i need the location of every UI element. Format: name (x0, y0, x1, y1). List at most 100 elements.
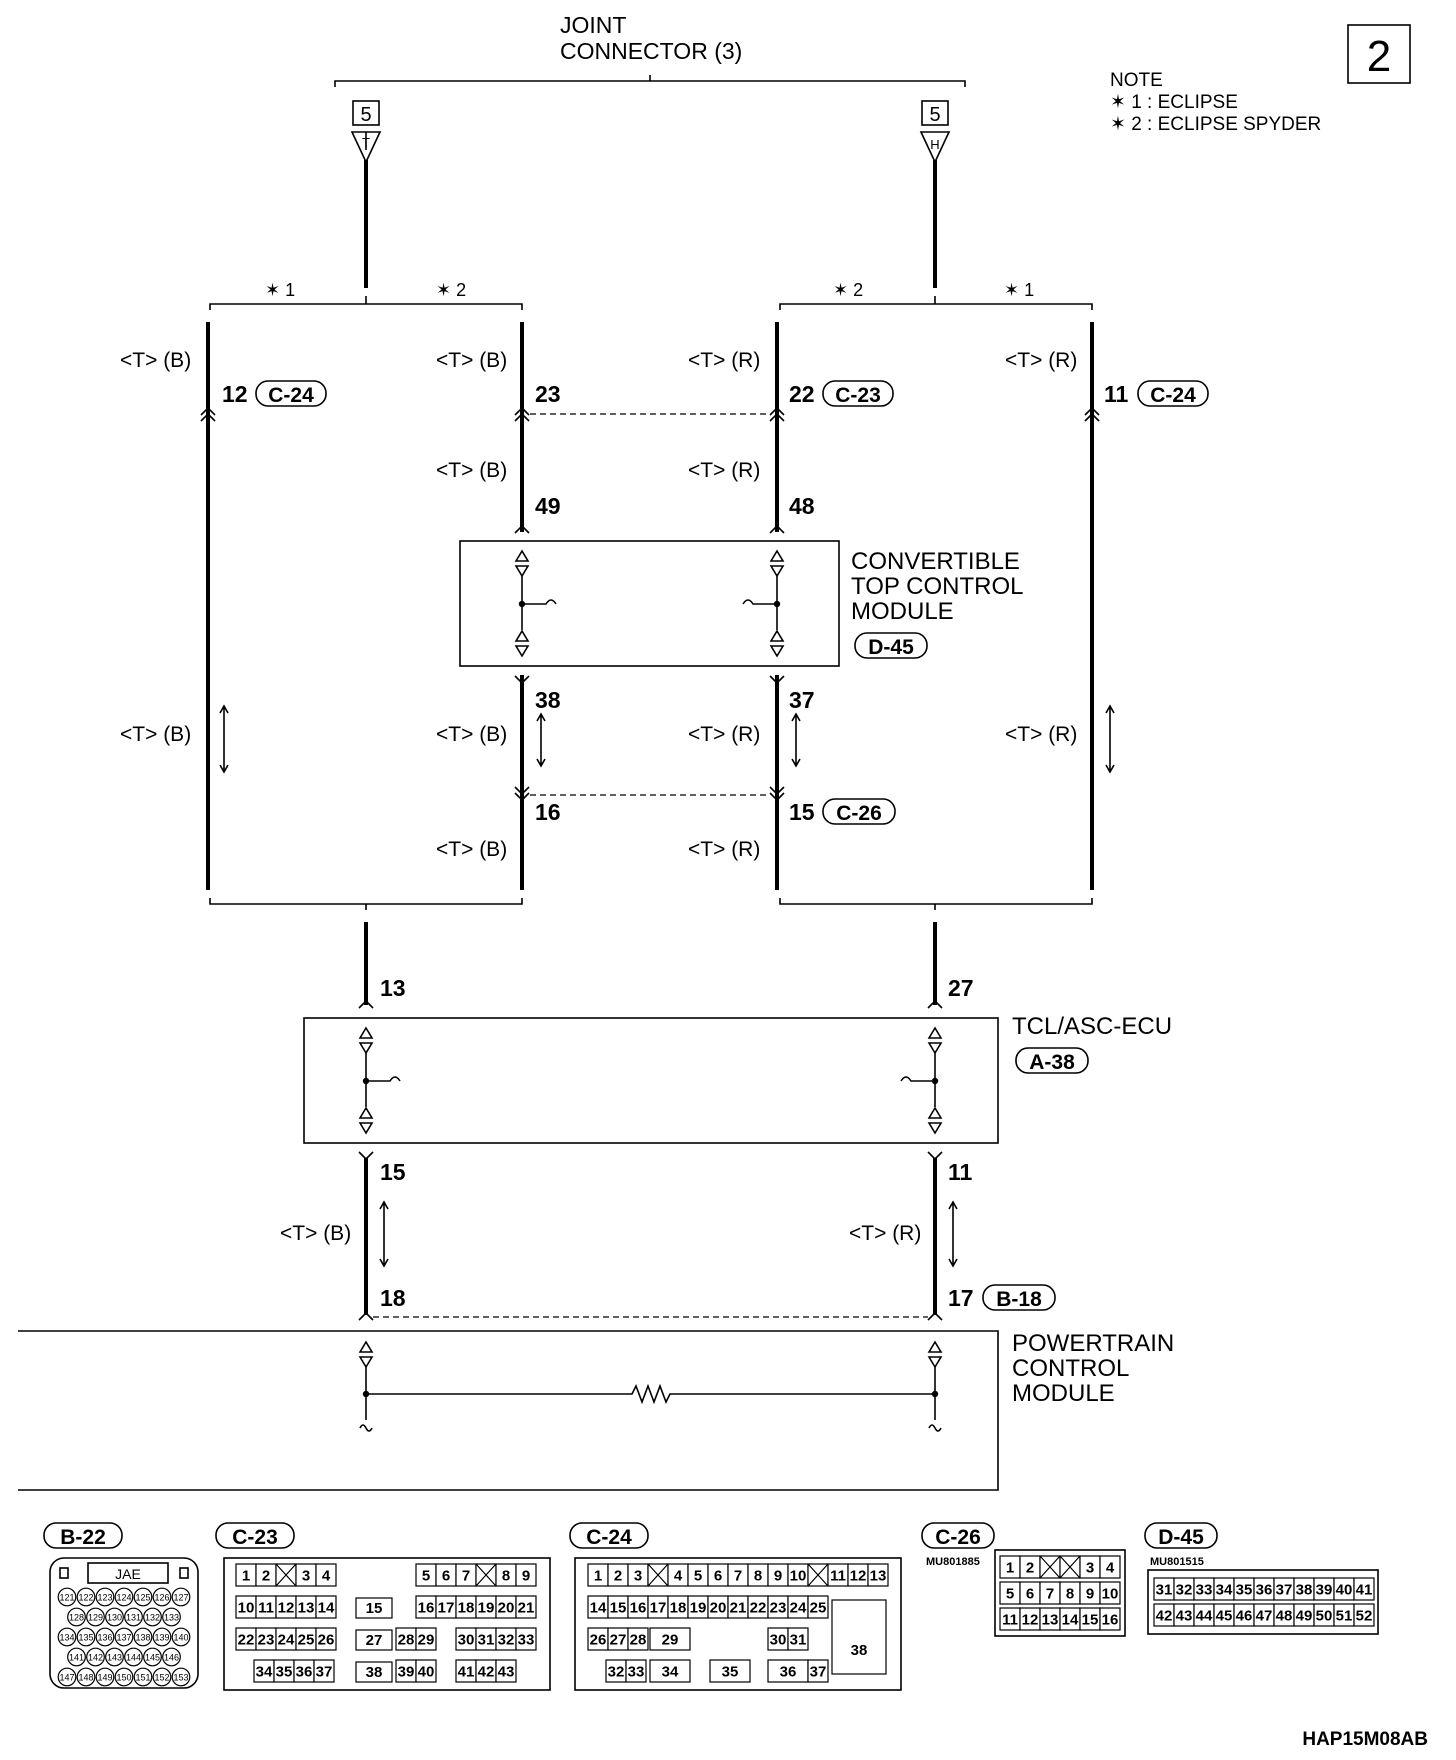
joint-terminal-left (350, 131, 382, 164)
wire-label-tr-2: <T> (R) (1005, 349, 1077, 372)
c23-pin-number: 31 (478, 1631, 495, 1648)
c23-pin-cell (315, 1627, 337, 1651)
c23-pin-cell (515, 1595, 537, 1619)
c26-pin-number: 6 (1026, 1585, 1034, 1602)
d45-pin-number: 34 (1216, 1581, 1233, 1598)
bidirectional-arrows (219, 704, 1115, 1268)
c23-pin-number: 36 (296, 1663, 313, 1680)
d45-pin-number: 52 (1356, 1607, 1373, 1624)
b22-pin-number: 126 (154, 1593, 169, 1603)
star-1-right: ✶ 1 (1004, 280, 1034, 300)
c24-pin-number: 6 (714, 1567, 722, 1584)
c23-pin-number: 14 (318, 1599, 335, 1616)
c23-pin-number: 22 (238, 1631, 255, 1648)
b22-pin-number: 128 (69, 1613, 84, 1623)
face-label-c26: C-26 (935, 1526, 981, 1549)
c26-face (994, 1549, 1126, 1637)
c23-pin-cell (415, 1659, 437, 1683)
d45-pin-cell (1353, 1577, 1375, 1601)
joint-pin-left: 5 (360, 104, 371, 126)
joint-code-right: H (930, 137, 939, 152)
c26-pin-number: 12 (1022, 1611, 1039, 1628)
b22-face (49, 1557, 199, 1689)
c24-pin-number: 36 (780, 1663, 797, 1680)
c24-pin-number: 14 (590, 1599, 607, 1616)
b22-pin (95, 1667, 115, 1687)
b22-pin (152, 1587, 172, 1607)
wire-label-tr-1: <T> (R) (688, 349, 760, 372)
ctcm-name-1: CONVERTIBLE (851, 548, 1020, 575)
c26-pin-number: 16 (1102, 1611, 1119, 1628)
pin-15-a38: 15 (380, 1159, 406, 1185)
d45-face (1147, 1569, 1379, 1635)
wire-label-tb-6: <T> (B) (436, 838, 507, 861)
c26-pin-number: 8 (1066, 1585, 1074, 1602)
d45-pin-number: 49 (1296, 1607, 1313, 1624)
c24-pin-number: 35 (722, 1663, 739, 1680)
pin-18: 18 (380, 1285, 406, 1311)
c24-pin-number: 24 (790, 1599, 807, 1616)
face-label-c23: C-23 (232, 1526, 278, 1549)
b22-pin-number: 143 (107, 1653, 122, 1663)
c24-pin-number: 3 (634, 1567, 642, 1584)
b22-pin (105, 1647, 124, 1667)
c23-pin-number: 43 (498, 1663, 515, 1680)
b22-pin (133, 1667, 153, 1687)
joint-connector-title-2: CONNECTOR (3) (560, 38, 742, 64)
c23-pin-cell (355, 1597, 393, 1619)
c24-pin-number: 21 (730, 1599, 747, 1616)
c23-pin-number: 6 (442, 1567, 450, 1584)
c23-pin-number: 35 (276, 1663, 293, 1680)
pin-11: 11 (1104, 381, 1129, 407)
b22-pin (67, 1607, 86, 1627)
b22-pin-number: 123 (97, 1593, 112, 1603)
b22-pin-number: 139 (154, 1633, 169, 1643)
c23-pin-cell (355, 1629, 393, 1651)
d45-pin-number: 39 (1316, 1581, 1333, 1598)
joint-pin-box-right (921, 100, 949, 126)
c23-pin-number: 27 (366, 1632, 383, 1649)
c24-pin-number: 32 (608, 1663, 625, 1680)
c26-pin-number: 10 (1102, 1585, 1119, 1602)
b22-pin (133, 1627, 153, 1647)
brace-top-right (779, 296, 1093, 310)
star-2-right: ✶ 2 (833, 280, 863, 300)
pin-16: 16 (535, 799, 561, 825)
c24-pin-number: 28 (630, 1631, 647, 1648)
c23-pin-number: 5 (422, 1567, 430, 1584)
pcm-box (18, 1330, 999, 1491)
c24-pin-number: 8 (754, 1567, 762, 1584)
b22-pin-number: 132 (145, 1613, 160, 1623)
b22-pin (57, 1587, 77, 1607)
pin-13: 13 (380, 975, 406, 1001)
pin-15-c26: 15 (789, 799, 815, 825)
c23-pin-number: 4 (322, 1567, 331, 1584)
c23-pin-number: 42 (478, 1663, 495, 1680)
b22-pin-number: 134 (59, 1633, 74, 1643)
b22-pin (143, 1607, 162, 1627)
c26-pin-number: 11 (1002, 1611, 1018, 1628)
wire-label-tb-4: <T> (B) (120, 723, 191, 746)
pin-48: 48 (789, 493, 815, 519)
c24-pin-number: 1 (594, 1567, 602, 1584)
c23-pin-cell (355, 1661, 393, 1683)
pin-17: 17 (948, 1285, 974, 1311)
c26-pin-number: 3 (1086, 1559, 1094, 1576)
b22-pin-number: 146 (164, 1653, 179, 1663)
c24-pin-cell (831, 1599, 887, 1675)
wire-label-tb-5: <T> (B) (436, 723, 507, 746)
wire-label-tb-7: <T> (B) (280, 1222, 351, 1245)
tcl-asc-ecu-name: TCL/ASC-ECU (1012, 1013, 1172, 1040)
pin-49: 49 (535, 493, 561, 519)
wire-label-tr-7: <T> (R) (849, 1222, 921, 1245)
conn-label-c24-right: C-24 (1150, 384, 1196, 407)
joint-terminal-right (919, 131, 951, 164)
b22-pin-number: 125 (135, 1593, 150, 1603)
pin-27: 27 (948, 975, 974, 1001)
pin-11-a38: 11 (948, 1159, 973, 1185)
d45-pin-number: 41 (1356, 1581, 1373, 1598)
c24-pin-cell (867, 1563, 889, 1587)
wire-label-tr-6: <T> (R) (688, 838, 760, 861)
tcl-left-terminal (358, 1026, 401, 1135)
